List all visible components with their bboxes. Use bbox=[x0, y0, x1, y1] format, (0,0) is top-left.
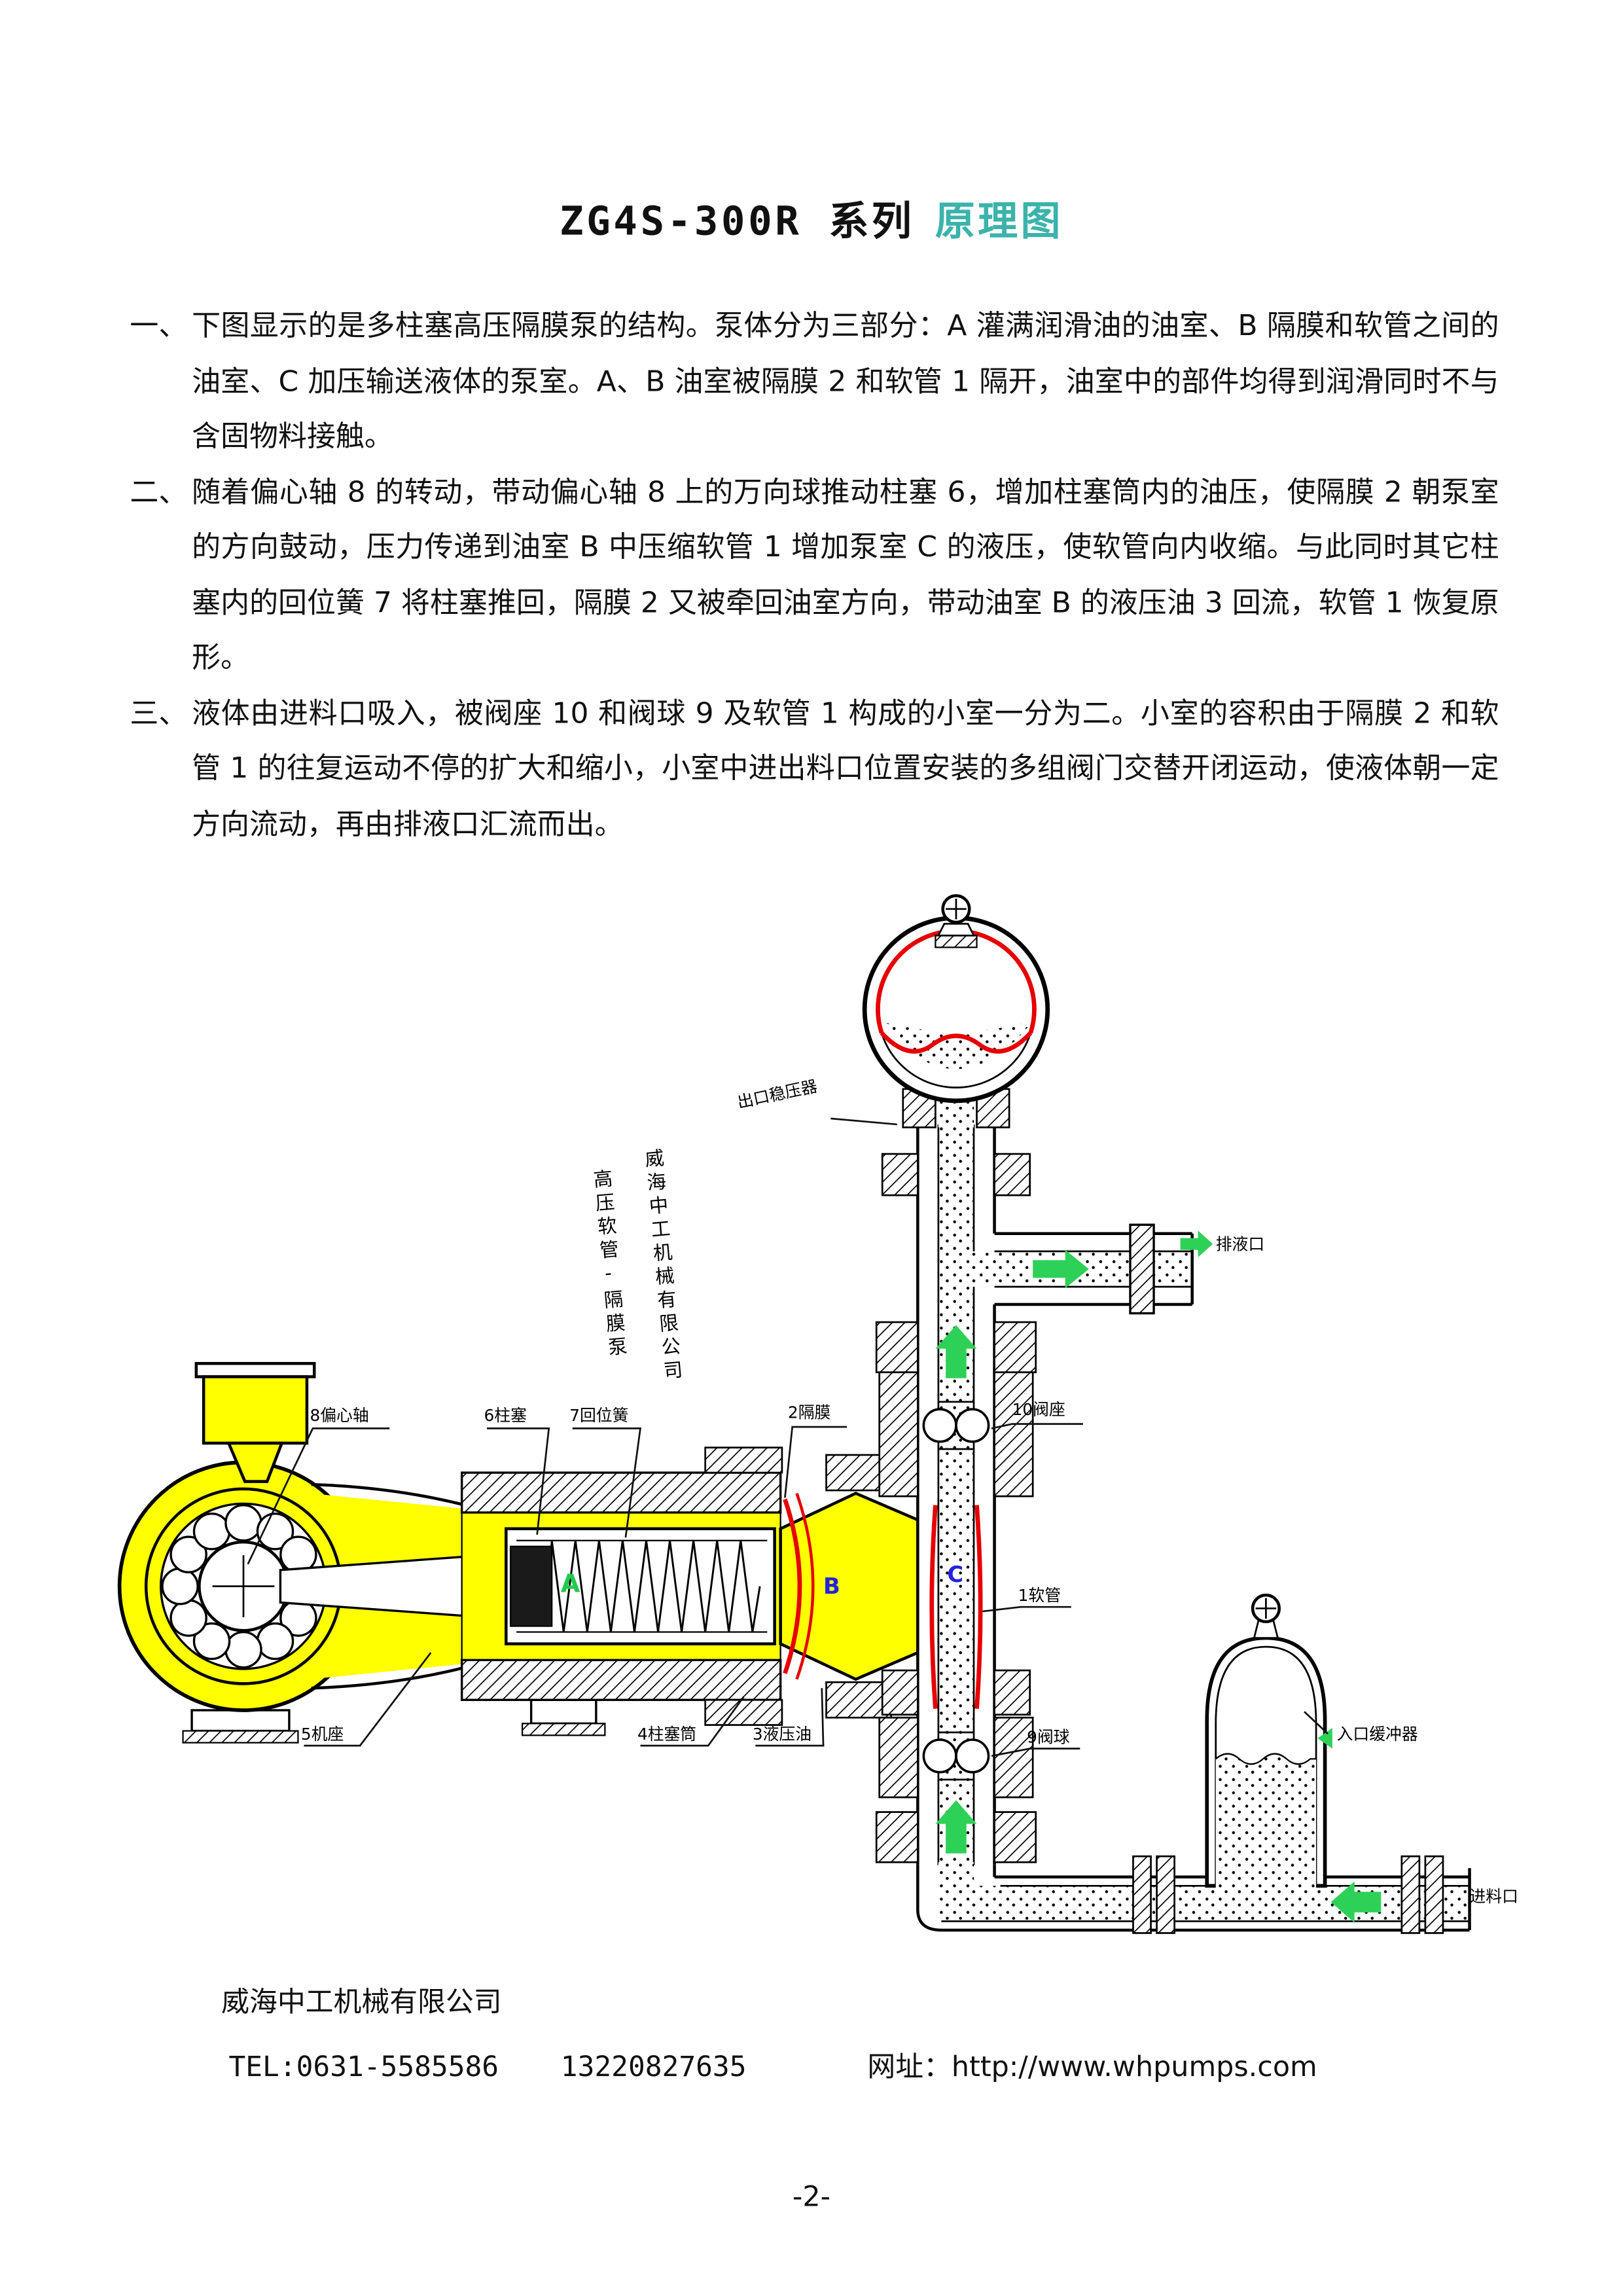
footer-company: 威海中工机械有限公司 bbox=[221, 1986, 502, 2019]
label-plunger: 6柱塞 bbox=[484, 1406, 527, 1426]
paragraph-2-marker: 二、 bbox=[130, 474, 188, 509]
paragraph-1: 一、 下图显示的是多柱塞高压隔膜泵的结构。泵体分为三部分：A 灌满润滑油的油室、… bbox=[130, 298, 1499, 464]
chamber-c-letter: C bbox=[947, 1561, 964, 1588]
label-valve-ball: 9阀球 bbox=[1027, 1728, 1070, 1748]
outlet-pipe bbox=[974, 1223, 1194, 1315]
footer-contact: TEL:0631-5585586 13220827635 网址：http://www… bbox=[228, 2045, 1317, 2085]
footer-tel: TEL:0631-5585586 bbox=[228, 2051, 499, 2084]
flow-arrow-discharge bbox=[1033, 1249, 1089, 1289]
label-plunger-barrel: 4柱塞筒 bbox=[637, 1725, 697, 1744]
label-return-spring: 7回位簧 bbox=[569, 1406, 629, 1426]
hose-right bbox=[974, 1505, 983, 1710]
label-hydraulic-oil: 3液压油 bbox=[752, 1725, 812, 1744]
label-eccentric-shaft: 8偏心轴 bbox=[310, 1406, 369, 1426]
flow-arrow-inlet bbox=[1330, 1881, 1382, 1923]
return-spring-coil bbox=[548, 1540, 761, 1632]
valve-ball-upper-left bbox=[922, 1408, 957, 1443]
oil-cup bbox=[194, 1361, 316, 1483]
label-discharge-port: 排液口 bbox=[1215, 1235, 1265, 1255]
plunger-assembly bbox=[460, 1446, 783, 1726]
paragraph-2-text: 随着偏心轴 8 的转动，带动偏心轴 8 上的万向球推动柱塞 6，增加柱塞筒内的油… bbox=[192, 474, 1499, 675]
valve-ball-upper-right bbox=[955, 1408, 990, 1443]
pump-schematic bbox=[117, 894, 1471, 1934]
outlet-stabilizer-sphere bbox=[862, 894, 1050, 1128]
title-main: ZG4S-300R 系列 bbox=[559, 199, 915, 245]
diaphragm-membrane bbox=[783, 1498, 802, 1674]
label-diaphragm: 2隔膜 bbox=[787, 1403, 831, 1423]
upper-valve bbox=[878, 1371, 1034, 1498]
inlet-buffer-vessel bbox=[1205, 1593, 1327, 1889]
paragraph-1-marker: 一、 bbox=[130, 308, 188, 343]
valve-ball-lower-left bbox=[922, 1738, 957, 1774]
label-hose: 1软管 bbox=[1018, 1586, 1061, 1605]
paragraph-3: 三、 液体由进料口吸入，被阀座 10 和阀球 9 及软管 1 构成的小室一分为二… bbox=[130, 685, 1499, 852]
title-accent: 原理图 bbox=[935, 199, 1064, 245]
label-base: 5机座 bbox=[300, 1725, 344, 1744]
paragraph-1-text: 下图显示的是多柱塞高压隔膜泵的结构。泵体分为三部分：A 灌满润滑油的油室、B 隔… bbox=[192, 308, 1499, 454]
lower-valve bbox=[878, 1716, 1034, 1799]
body-text: 一、 下图显示的是多柱塞高压隔膜泵的结构。泵体分为三部分：A 灌满润滑油的油室、… bbox=[130, 298, 1499, 851]
flow-arrow-port-label bbox=[1180, 1230, 1213, 1257]
hose-left bbox=[929, 1505, 938, 1710]
leader-lines bbox=[247, 1117, 1329, 1757]
page-title: ZG4S-300R 系列原理图 bbox=[0, 189, 1623, 247]
diaphragm-chamber bbox=[779, 1454, 919, 1719]
paragraph-3-marker: 三、 bbox=[130, 696, 188, 730]
plunger-piston bbox=[509, 1545, 553, 1627]
bearing-housing bbox=[117, 1460, 488, 1712]
valve-ball-lower-right bbox=[955, 1738, 990, 1774]
chamber-a-letter: A bbox=[560, 1570, 580, 1600]
footer-phone: 13220827635 bbox=[560, 2051, 747, 2084]
page-number: -2- bbox=[792, 2181, 831, 2214]
label-inlet-port: 进料口 bbox=[1469, 1887, 1518, 1907]
footer-website[interactable]: 网址：http://www.whpumps.com bbox=[867, 2051, 1317, 2084]
flow-arrow-buffer-label bbox=[1317, 1728, 1332, 1749]
inlet-pipe bbox=[916, 1855, 1471, 1934]
paragraph-3-text: 液体由进料口吸入，被阀座 10 和阀球 9 及软管 1 构成的小室一分为二。小室… bbox=[192, 696, 1499, 840]
chamber-b-letter: B bbox=[823, 1573, 840, 1600]
label-valve-seat: 10阀座 bbox=[1012, 1400, 1065, 1420]
label-inlet-buffer: 入口缓冲器 bbox=[1336, 1725, 1418, 1744]
paragraph-2: 二、 随着偏心轴 8 的转动，带动偏心轴 8 上的万向球推动柱塞 6，增加柱塞筒… bbox=[130, 464, 1499, 685]
pump-diagram: 出口稳压器 排液口 8偏心轴 6柱塞 7回位簧 2隔膜 10阀座 1软管 9阀球… bbox=[88, 874, 1564, 1995]
